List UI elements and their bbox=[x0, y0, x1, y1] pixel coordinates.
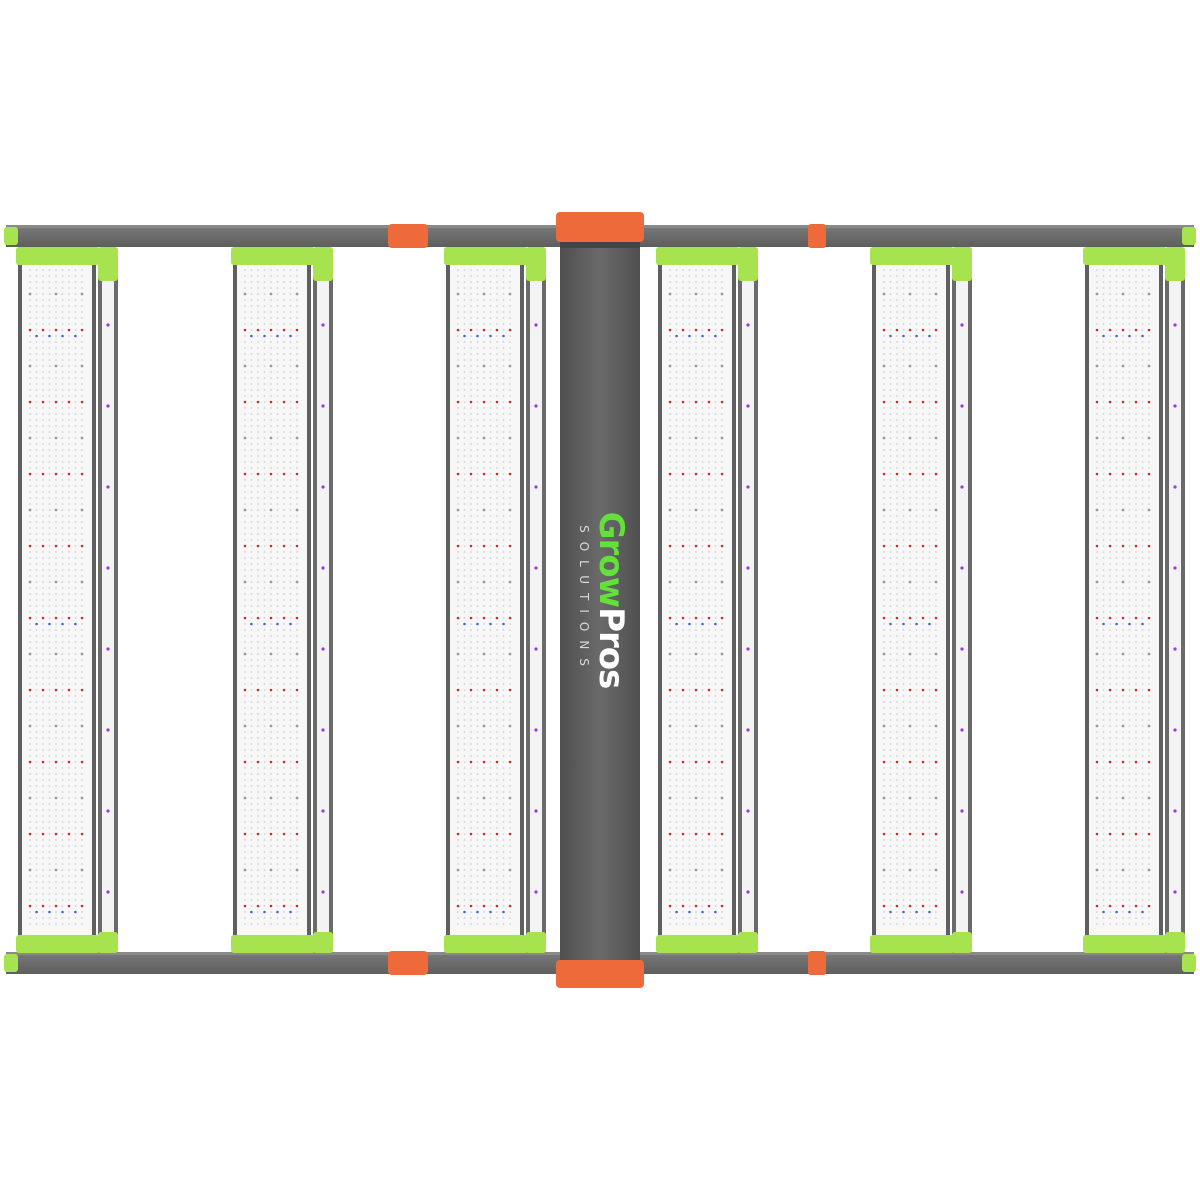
led-bar-4 bbox=[656, 247, 758, 953]
led-bar-2 bbox=[231, 247, 333, 953]
led-grid-4 bbox=[668, 269, 724, 925]
led-grid-6 bbox=[1095, 269, 1151, 925]
logo-word-grow: Grow bbox=[591, 511, 631, 608]
led-bar-3 bbox=[444, 247, 546, 953]
center-driver bbox=[556, 212, 644, 988]
logo-subtitle: SOLUTIONS bbox=[577, 525, 591, 675]
led-grid-2 bbox=[243, 269, 299, 925]
led-bar-1 bbox=[16, 247, 118, 953]
brand-logo: GrowPros SOLUTIONS bbox=[569, 475, 631, 725]
led-bar-5 bbox=[870, 247, 972, 953]
led-bar-6 bbox=[1083, 247, 1185, 953]
led-grid-1 bbox=[28, 269, 84, 925]
logo-wordmark: GrowPros bbox=[591, 475, 631, 725]
led-bars bbox=[16, 247, 1185, 953]
led-grid-5 bbox=[882, 269, 938, 925]
led-grid-3 bbox=[456, 269, 512, 925]
logo-word-pros: Pros bbox=[591, 607, 631, 689]
